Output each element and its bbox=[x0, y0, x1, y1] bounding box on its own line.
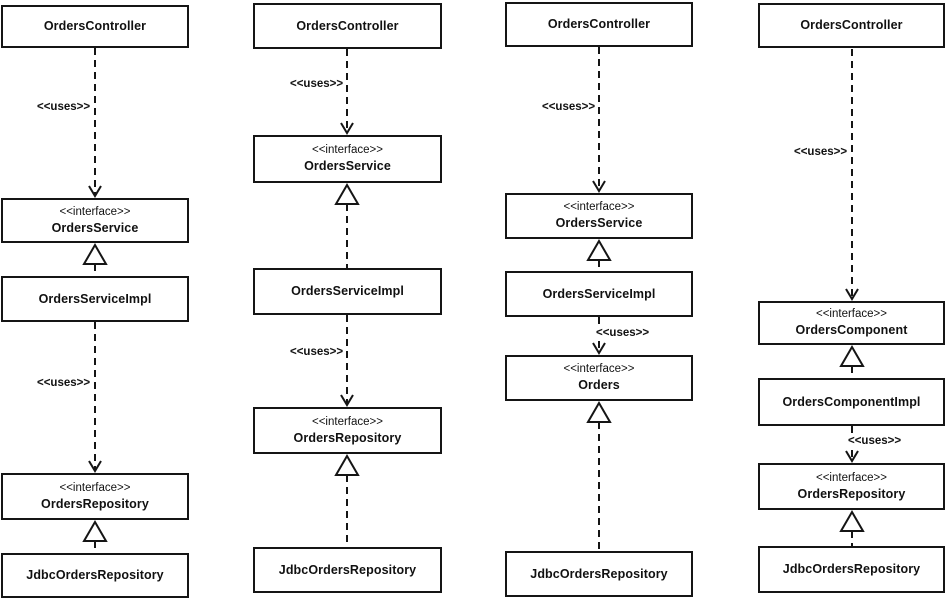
uses-dependency-arrow bbox=[88, 322, 102, 473]
class-name: JdbcOrdersRepository bbox=[26, 568, 164, 583]
orders-repository-interface-box: <<interface>> OrdersRepository bbox=[1, 473, 189, 520]
interface-stereotype: <<interface>> bbox=[312, 415, 383, 428]
jdbc-orders-repository-box: JdbcOrdersRepository bbox=[505, 551, 693, 597]
orders-service-interface-box: <<interface>> OrdersService bbox=[253, 135, 442, 183]
uses-dependency-arrow bbox=[592, 47, 606, 193]
class-name: OrdersServiceImpl bbox=[291, 284, 404, 299]
realization-arrow bbox=[82, 243, 108, 276]
orders-controller-box: OrdersController bbox=[253, 3, 442, 49]
orders-repository-interface-box: <<interface>> OrdersRepository bbox=[253, 407, 442, 454]
realization-arrow bbox=[334, 454, 360, 547]
class-name: OrdersService bbox=[555, 216, 643, 231]
realization-arrow bbox=[586, 239, 612, 271]
uses-dependency-arrow bbox=[340, 315, 354, 407]
uses-dependency-arrow bbox=[340, 49, 354, 135]
orders-controller-box: OrdersController bbox=[505, 2, 693, 47]
uses-stereotype-label: <<uses>> bbox=[289, 346, 345, 359]
class-name: OrdersController bbox=[547, 17, 651, 32]
jdbc-orders-repository-box: JdbcOrdersRepository bbox=[758, 546, 945, 593]
orders-controller-box: OrdersController bbox=[758, 3, 945, 48]
class-name: JdbcOrdersRepository bbox=[530, 566, 668, 581]
class-name: OrdersServiceImpl bbox=[542, 286, 656, 301]
class-name: JdbcOrdersRepository bbox=[278, 562, 417, 577]
interface-stereotype: <<interface>> bbox=[563, 363, 635, 376]
class-name: OrdersController bbox=[296, 18, 399, 33]
orders-component-interface-box: <<interface>> OrdersComponent bbox=[758, 301, 945, 345]
class-name: Orders bbox=[578, 378, 620, 393]
uses-stereotype-label: <<uses>> bbox=[595, 327, 651, 340]
class-name: OrdersComponentImpl bbox=[782, 394, 921, 409]
orders-service-interface-box: <<interface>> OrdersService bbox=[1, 198, 189, 243]
uses-stereotype-label: <<uses>> bbox=[289, 78, 345, 91]
orders-component-impl-box: OrdersComponentImpl bbox=[758, 378, 945, 426]
class-name: JdbcOrdersRepository bbox=[782, 562, 921, 577]
uses-stereotype-label: <<uses>> bbox=[541, 101, 597, 114]
interface-stereotype: <<interface>> bbox=[563, 201, 635, 214]
jdbc-orders-repository-box: JdbcOrdersRepository bbox=[253, 547, 442, 593]
realization-arrow bbox=[839, 345, 865, 378]
class-name: OrdersService bbox=[304, 159, 391, 174]
class-name: OrdersRepository bbox=[41, 496, 149, 511]
orders-service-impl-box: OrdersServiceImpl bbox=[1, 276, 189, 322]
class-name: OrdersService bbox=[51, 220, 139, 235]
class-name: OrdersRepository bbox=[293, 430, 402, 445]
class-name: OrdersServiceImpl bbox=[38, 291, 152, 306]
uses-stereotype-label: <<uses>> bbox=[793, 146, 849, 159]
class-name: OrdersComponent bbox=[795, 323, 908, 338]
uses-dependency-arrow bbox=[88, 48, 102, 198]
class-name: OrdersRepository bbox=[797, 486, 906, 501]
interface-stereotype: <<interface>> bbox=[816, 471, 887, 484]
uses-stereotype-label: <<uses>> bbox=[847, 435, 903, 448]
orders-controller-box: OrdersController bbox=[1, 5, 189, 48]
realization-arrow bbox=[839, 510, 865, 546]
uses-stereotype-label: <<uses>> bbox=[36, 101, 92, 114]
orders-service-impl-box: OrdersServiceImpl bbox=[505, 271, 693, 317]
realization-arrow bbox=[82, 520, 108, 553]
orders-repository-interface-box: <<interface>> OrdersRepository bbox=[758, 463, 945, 510]
orders-interface-box: <<interface>> Orders bbox=[505, 355, 693, 401]
interface-stereotype: <<interface>> bbox=[312, 144, 383, 157]
interface-stereotype: <<interface>> bbox=[59, 205, 131, 218]
interface-stereotype: <<interface>> bbox=[59, 481, 131, 494]
class-name: OrdersController bbox=[43, 19, 147, 34]
realization-arrow bbox=[334, 183, 360, 268]
interface-stereotype: <<interface>> bbox=[816, 308, 887, 321]
orders-service-impl-box: OrdersServiceImpl bbox=[253, 268, 442, 315]
orders-service-interface-box: <<interface>> OrdersService bbox=[505, 193, 693, 239]
class-name: OrdersController bbox=[800, 18, 903, 33]
jdbc-orders-repository-box: JdbcOrdersRepository bbox=[1, 553, 189, 598]
uses-stereotype-label: <<uses>> bbox=[36, 377, 92, 390]
realization-arrow bbox=[586, 401, 612, 551]
uses-dependency-arrow bbox=[845, 49, 859, 301]
